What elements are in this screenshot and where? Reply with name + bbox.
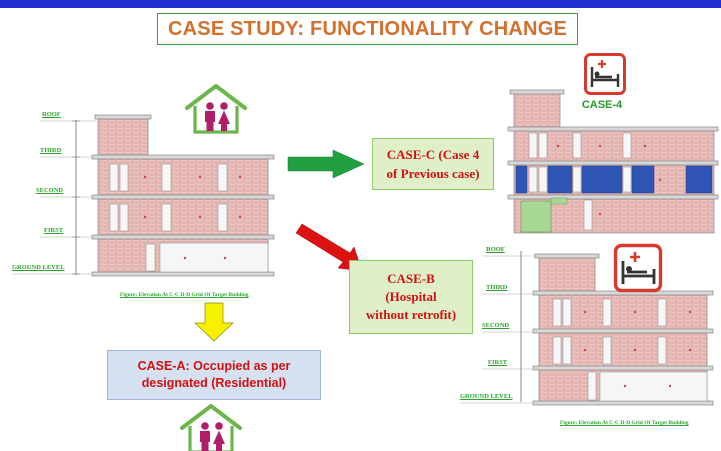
right-top-building-elevation <box>507 89 719 234</box>
level-label-roof: ROOF <box>42 111 61 118</box>
case-c-text: CASE-C (Case 4 of Previous case) <box>386 147 480 181</box>
window-markers <box>556 144 662 216</box>
right-bottom-building-elevation <box>460 251 714 406</box>
level-label-ground: GROUND LEVEL <box>12 264 65 271</box>
window-markers <box>143 175 242 260</box>
arrow-to-case-a <box>194 302 234 342</box>
windows <box>552 298 708 402</box>
page-title-text: CASE STUDY: FUNCTIONALITY CHANGE <box>168 17 567 40</box>
page-title: CASE STUDY: FUNCTIONALITY CHANGE <box>157 13 578 45</box>
case-b-box: CASE-B (Hospital without retrofit) <box>349 260 473 334</box>
windows <box>109 163 269 273</box>
window-markers <box>583 310 692 388</box>
hospital-bed-icon <box>613 243 663 293</box>
arrow-to-case-c <box>287 149 365 179</box>
left-building-caption: Figure: Elevation At C-C D-D Grid Of Tar… <box>120 292 249 298</box>
level-label-second: SECOND <box>36 187 64 194</box>
door <box>583 199 593 231</box>
roof-slab <box>509 89 565 95</box>
case-a-box: CASE-A: Occupied as per designated (Resi… <box>107 350 321 400</box>
level-label-first: FIRST <box>488 359 508 366</box>
case-c-box: CASE-C (Case 4 of Previous case) <box>372 138 494 190</box>
hospital-blue-panels <box>515 165 713 194</box>
hospital-bed-icon <box>584 53 626 95</box>
right-building-caption: Figure: Elevation At C-C D-D Grid Of Tar… <box>560 420 689 426</box>
level-label-first: FIRST <box>44 227 64 234</box>
level-label-roof: ROOF <box>486 246 505 253</box>
roof-tower <box>97 117 149 159</box>
level-label-second: SECOND <box>482 322 510 329</box>
case-4-label: CASE-4 <box>581 99 623 111</box>
roof-slab <box>94 114 152 120</box>
roof-tower <box>513 92 561 130</box>
roof-slab <box>534 253 600 259</box>
house-family-icon <box>185 84 247 134</box>
green-room-panel <box>520 200 552 233</box>
left-building-elevation <box>12 114 275 277</box>
green-room-canopy <box>550 197 568 205</box>
windows <box>528 132 632 193</box>
case-a-text: CASE-A: Occupied as per designated (Resi… <box>137 359 291 390</box>
floor-slabs <box>91 154 275 277</box>
level-label-third: THIRD <box>40 147 62 154</box>
floor-slabs <box>507 126 719 200</box>
level-guides <box>460 255 538 404</box>
level-label-ground: GROUND LEVEL <box>460 393 513 400</box>
roof-tower <box>538 256 596 293</box>
case-b-text: CASE-B (Hospital without retrofit) <box>365 271 457 322</box>
house-family-icon <box>180 404 242 451</box>
level-label-third: THIRD <box>486 284 508 291</box>
level-guides <box>12 120 96 275</box>
top-accent-bar <box>0 0 721 8</box>
floor-slabs <box>532 290 714 406</box>
